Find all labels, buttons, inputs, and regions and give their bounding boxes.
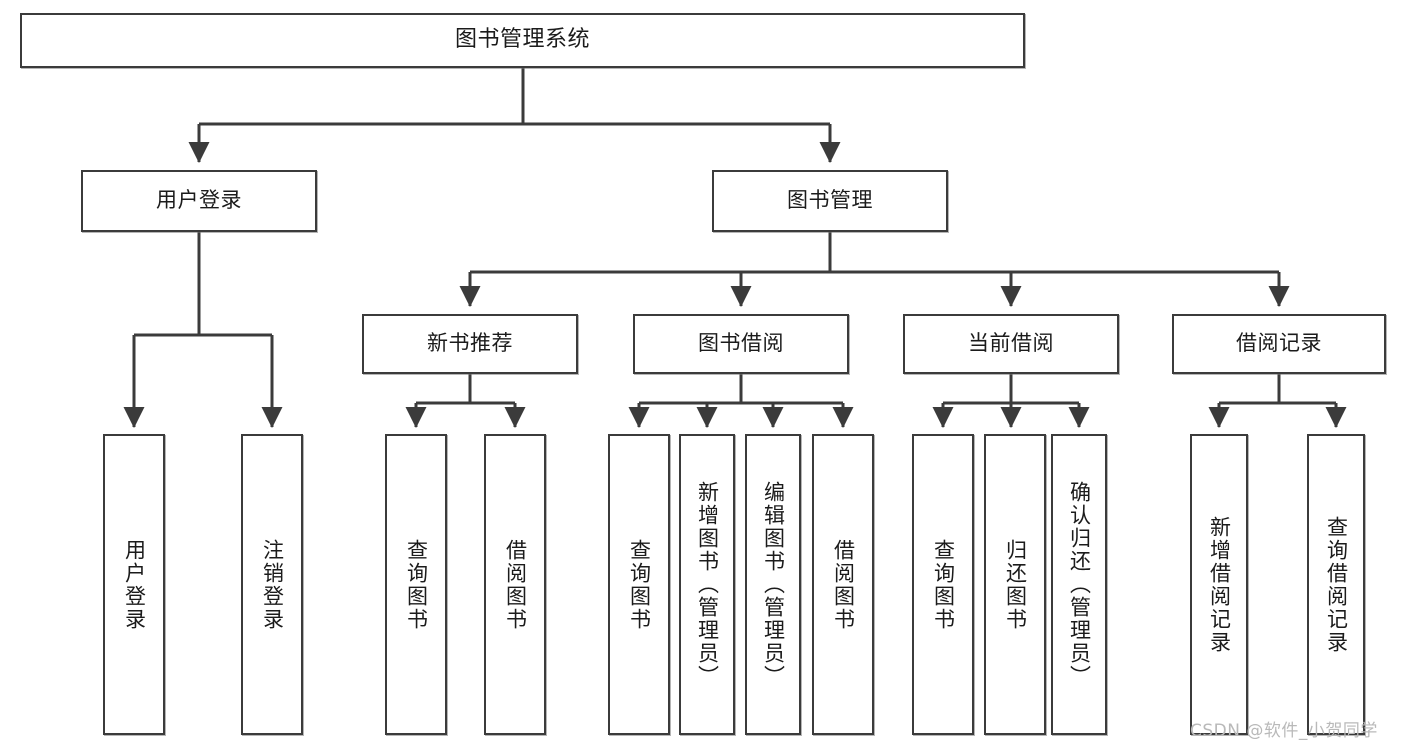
node-label: 查询图书 <box>404 538 429 631</box>
node-label: 新增借阅记录 <box>1207 515 1232 654</box>
node-book-manage[interactable]: 图书管理 <box>712 170 948 232</box>
node-label: 借阅图书 <box>503 538 528 631</box>
node-new-book-rec[interactable]: 新书推荐 <box>362 314 578 374</box>
node-label: 查询借阅记录 <box>1324 515 1349 654</box>
node-book-borrow[interactable]: 图书借阅 <box>633 314 849 374</box>
node-label: 查询图书 <box>627 538 652 631</box>
node-leaf-logout[interactable]: 注销登录 <box>241 434 303 735</box>
node-label: 图书管理 <box>787 188 873 213</box>
node-leaf-query-book-1[interactable]: 查询图书 <box>385 434 447 735</box>
node-label: 新增图书（管理员） <box>695 481 720 688</box>
node-label: 新书推荐 <box>427 331 513 356</box>
node-leaf-query-record[interactable]: 查询借阅记录 <box>1307 434 1365 735</box>
node-label: 查询图书 <box>931 538 956 631</box>
node-leaf-borrow-book-1[interactable]: 借阅图书 <box>484 434 546 735</box>
node-leaf-borrow-book-2[interactable]: 借阅图书 <box>812 434 874 735</box>
node-label: 图书管理系统 <box>454 27 590 53</box>
node-label: 当前借阅 <box>968 331 1054 356</box>
node-current-borrow[interactable]: 当前借阅 <box>903 314 1119 374</box>
node-leaf-edit-book[interactable]: 编辑图书（管理员） <box>745 434 801 735</box>
node-user-login[interactable]: 用户登录 <box>81 170 317 232</box>
node-label: 编辑图书（管理员） <box>761 481 786 688</box>
node-label: 注销登录 <box>260 538 285 631</box>
node-label: 用户登录 <box>156 188 242 213</box>
node-label: 借阅记录 <box>1236 331 1322 356</box>
csdn-watermark: CSDN @软件_小贺同学 <box>1190 721 1378 741</box>
node-leaf-user-login[interactable]: 用户登录 <box>103 434 165 735</box>
node-leaf-add-book[interactable]: 新增图书（管理员） <box>679 434 735 735</box>
node-leaf-query-book-3[interactable]: 查询图书 <box>912 434 974 735</box>
node-label: 借阅图书 <box>831 538 856 631</box>
node-borrow-record[interactable]: 借阅记录 <box>1172 314 1386 374</box>
node-leaf-query-book-2[interactable]: 查询图书 <box>608 434 670 735</box>
node-label: 用户登录 <box>122 538 147 631</box>
node-label: 归还图书 <box>1003 538 1028 631</box>
node-label: 确认归还（管理员） <box>1067 481 1092 688</box>
node-leaf-add-record[interactable]: 新增借阅记录 <box>1190 434 1248 735</box>
node-label: 图书借阅 <box>698 331 784 356</box>
node-leaf-confirm-return[interactable]: 确认归还（管理员） <box>1051 434 1107 735</box>
node-root-system[interactable]: 图书管理系统 <box>20 13 1025 68</box>
node-leaf-return-book[interactable]: 归还图书 <box>984 434 1046 735</box>
